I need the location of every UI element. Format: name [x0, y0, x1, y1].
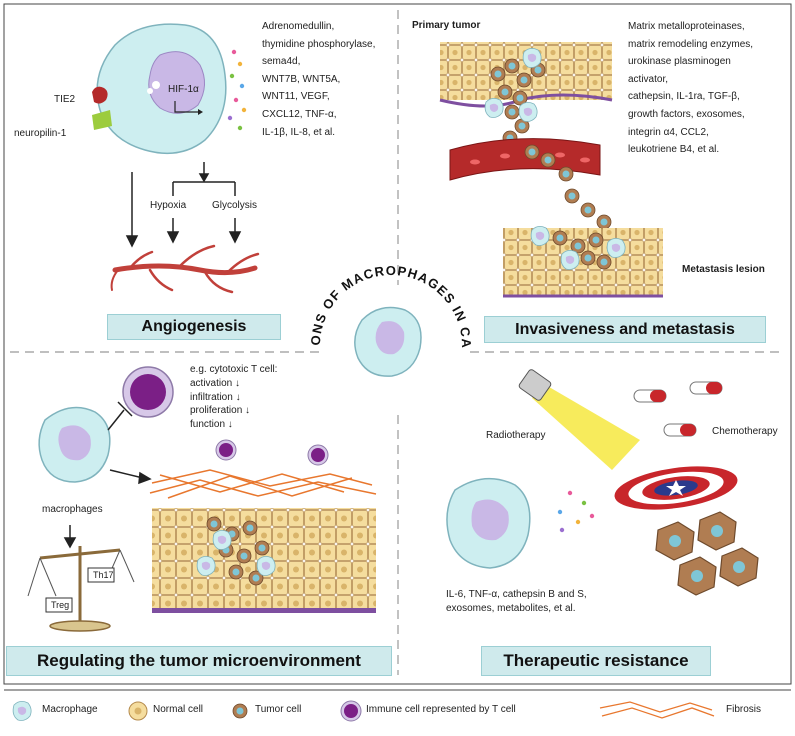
figure-border [3, 3, 792, 685]
angiogenesis-arrows [125, 162, 242, 248]
fibrosis-icon [599, 701, 715, 719]
factor-line: growth factors, exosomes, [628, 108, 745, 120]
factor-line: urokinase plasminogen [628, 56, 731, 68]
shield-icon [614, 466, 738, 510]
factor-line: IL-1β, IL-8, et al. [262, 126, 336, 138]
blood-vessel [449, 138, 601, 182]
radiotherapy-flashlight-icon [518, 369, 640, 470]
factor-line: WNT7B, WNT5A, [262, 73, 341, 85]
legend-fibrosis: Fibrosis [726, 704, 762, 715]
factor-line: leukotriene B4, et al. [628, 144, 720, 156]
factor-line: sema4d, [262, 56, 301, 68]
tme-arrows [63, 401, 152, 549]
resistance-factor-dots [557, 490, 595, 533]
balance-scale-icon [27, 546, 135, 632]
th17-label: Th17 [93, 570, 114, 580]
glycolysis-label: Glycolysis [212, 200, 258, 211]
resistant-tumor-cells [655, 511, 759, 596]
legend-macrophage: Macrophage [42, 704, 98, 715]
factor-line: exosomes, metabolites, et al. [446, 603, 576, 614]
tme-macrophage [38, 406, 111, 483]
metastasis-tissue [503, 225, 663, 298]
blood-vessel-branches [110, 244, 260, 294]
invasiveness-title: Invasiveness and metastasis [484, 316, 766, 343]
treg-label: Treg [51, 600, 70, 610]
factor-line: WNT11, VEGF, [262, 91, 330, 103]
effect-line: activation ↓ [190, 378, 241, 389]
factor-line: cathepsin, IL-1ra, TGF-β, [628, 91, 740, 103]
resistance-factor-list: IL-6, TNF-α, cathepsin B and S, exosomes,… [446, 588, 587, 616]
resistance-macrophage [446, 477, 531, 569]
tme-t-cell [122, 366, 174, 418]
angiogenesis-title: Angiogenesis [107, 314, 281, 340]
effect-line: function ↓ [190, 418, 233, 430]
factor-line: activator, [628, 73, 669, 85]
factor-line: integrin α4, CCL2, [628, 126, 709, 138]
fibrosis-mesh [149, 469, 377, 499]
factor-line: IL-6, TNF-α, cathepsin B and S, [446, 589, 587, 600]
radiotherapy-label: Radiotherapy [486, 430, 546, 441]
factor-line: matrix remodeling enzymes, [628, 38, 754, 50]
chemotherapy-label: Chemotherapy [712, 426, 778, 437]
chemotherapy-capsule-icon [633, 381, 723, 437]
tme-tissue [152, 508, 376, 613]
neuropilin-receptor-icon [92, 110, 112, 130]
factor-line: Adrenomedullin, [262, 21, 335, 32]
svg-text:FUNCTIONS OF MACROPHAGES IN CA: FUNCTIONS OF MACROPHAGES IN CANCERS [0, 0, 474, 349]
resistance-title: Therapeutic resistance [481, 646, 711, 676]
tie2-receptor-icon [92, 86, 108, 104]
normal-cell-icon [128, 701, 148, 721]
legend-normal-cell: Normal cell [153, 704, 204, 715]
t-cell-effects-list: activation ↓ infiltration ↓ proliferation … [190, 377, 250, 431]
angiogenesis-factor-list: Adrenomedullin, thymidine phosphorylase, s… [262, 18, 375, 141]
factor-line: CXCL12, TNF-α, [262, 108, 337, 120]
microenvironment-title: Regulating the tumor microenvironment [6, 646, 392, 676]
metastasis-lesion-label: Metastasis lesion [682, 264, 765, 275]
gene-label: HIF-1α [168, 84, 199, 95]
effects-heading: e.g. cytotoxic T cell: [190, 364, 278, 375]
hypoxia-label: Hypoxia [150, 200, 187, 211]
factor-line: Matrix metalloproteinases, [628, 21, 745, 32]
neuropilin-label: neuropilin-1 [14, 128, 67, 139]
primary-tumor-label: Primary tumor [412, 20, 481, 31]
center-title: FUNCTIONS OF MACROPHAGES IN CANCERS [0, 0, 473, 349]
factor-line: thymidine phosphorylase, [262, 38, 376, 50]
invasiveness-factor-list: Matrix metalloproteinases, matrix remodel… [628, 18, 753, 159]
secreted-factor-dots [227, 49, 247, 131]
legend-tumor-cell: Tumor cell [255, 704, 302, 715]
center-macrophage [354, 306, 422, 377]
macrophages-label: macrophages [42, 504, 103, 515]
angiogenesis-macrophage [96, 23, 227, 155]
effect-line: infiltration ↓ [190, 391, 241, 403]
tie2-label: TIE2 [54, 94, 76, 105]
legend-t-cell: Immune cell represented by T cell [366, 704, 516, 715]
effect-line: proliferation ↓ [190, 405, 251, 416]
